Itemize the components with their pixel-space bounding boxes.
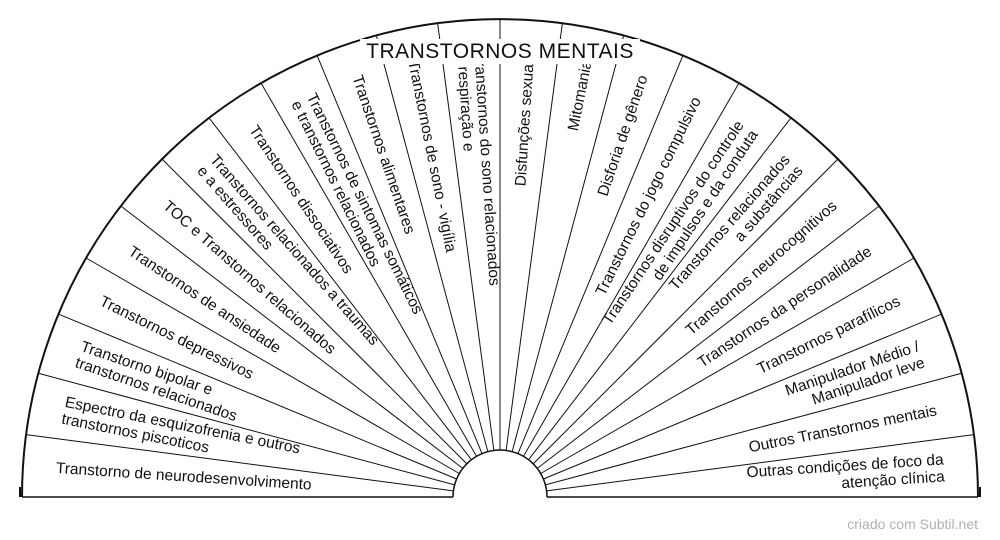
title-group: TRANSTORNOS MENTAIS — [360, 39, 640, 64]
segment-label-line: Mitomania — [565, 59, 596, 133]
segment-label: Mitomania — [565, 59, 596, 133]
divider-line — [437, 23, 495, 451]
title-background — [360, 39, 640, 64]
divider-line — [545, 372, 962, 486]
footer-credit: criado com Subtil.net — [847, 516, 978, 532]
segment-label-line: atenção clínica — [841, 468, 946, 492]
divider-line — [532, 158, 839, 465]
segment-label-line: Disfunções sexuais — [512, 52, 538, 187]
divider-line — [523, 82, 740, 457]
divider-line — [208, 117, 472, 461]
divider-line — [517, 55, 684, 454]
segment-label: Transtorno de neurodesenvolvimento — [55, 460, 312, 494]
segment-label: Transtornos do sono relacionadosa respir… — [453, 52, 502, 288]
segment-label: Disfunções sexuais — [512, 52, 538, 187]
fan-lines — [19, 18, 981, 498]
divider-line — [120, 205, 464, 469]
diagram-title: TRANSTORNOS MENTAIS — [366, 40, 634, 63]
segment-label-line: Transtornos de ansiedade — [125, 243, 284, 357]
segment-label-line: Transtornos do sono relacionados — [470, 52, 502, 287]
segment-label-line: Disforia de gênero — [595, 73, 652, 198]
divider-line — [26, 434, 454, 492]
divider-line — [511, 35, 625, 452]
divider-line — [316, 55, 483, 454]
divider-line — [161, 158, 468, 465]
divider-line — [85, 257, 460, 474]
divider-line — [540, 257, 915, 474]
divider-line — [505, 23, 563, 451]
divider-line — [260, 82, 477, 457]
divider-line — [375, 35, 489, 452]
divider-line — [528, 117, 792, 461]
divider-line — [38, 372, 455, 486]
divider-line — [546, 434, 974, 492]
divider-line — [543, 313, 942, 480]
divider-line — [536, 205, 880, 469]
segment-label: Outros Transtornos mentais — [747, 402, 938, 456]
segment-label-line: a respiração e — [453, 53, 476, 152]
segment-label: Transtornos de ansiedade — [125, 243, 284, 357]
segment-label: Disforia de gênero — [595, 73, 652, 198]
segment-label-line: Transtorno de neurodesenvolvimento — [55, 460, 312, 494]
inner-hub-arc — [452, 449, 548, 498]
divider-line — [58, 313, 457, 480]
segment-label-line: Outros Transtornos mentais — [747, 402, 938, 456]
segment-label: Outras condições de foco daatenção clíni… — [746, 451, 946, 498]
